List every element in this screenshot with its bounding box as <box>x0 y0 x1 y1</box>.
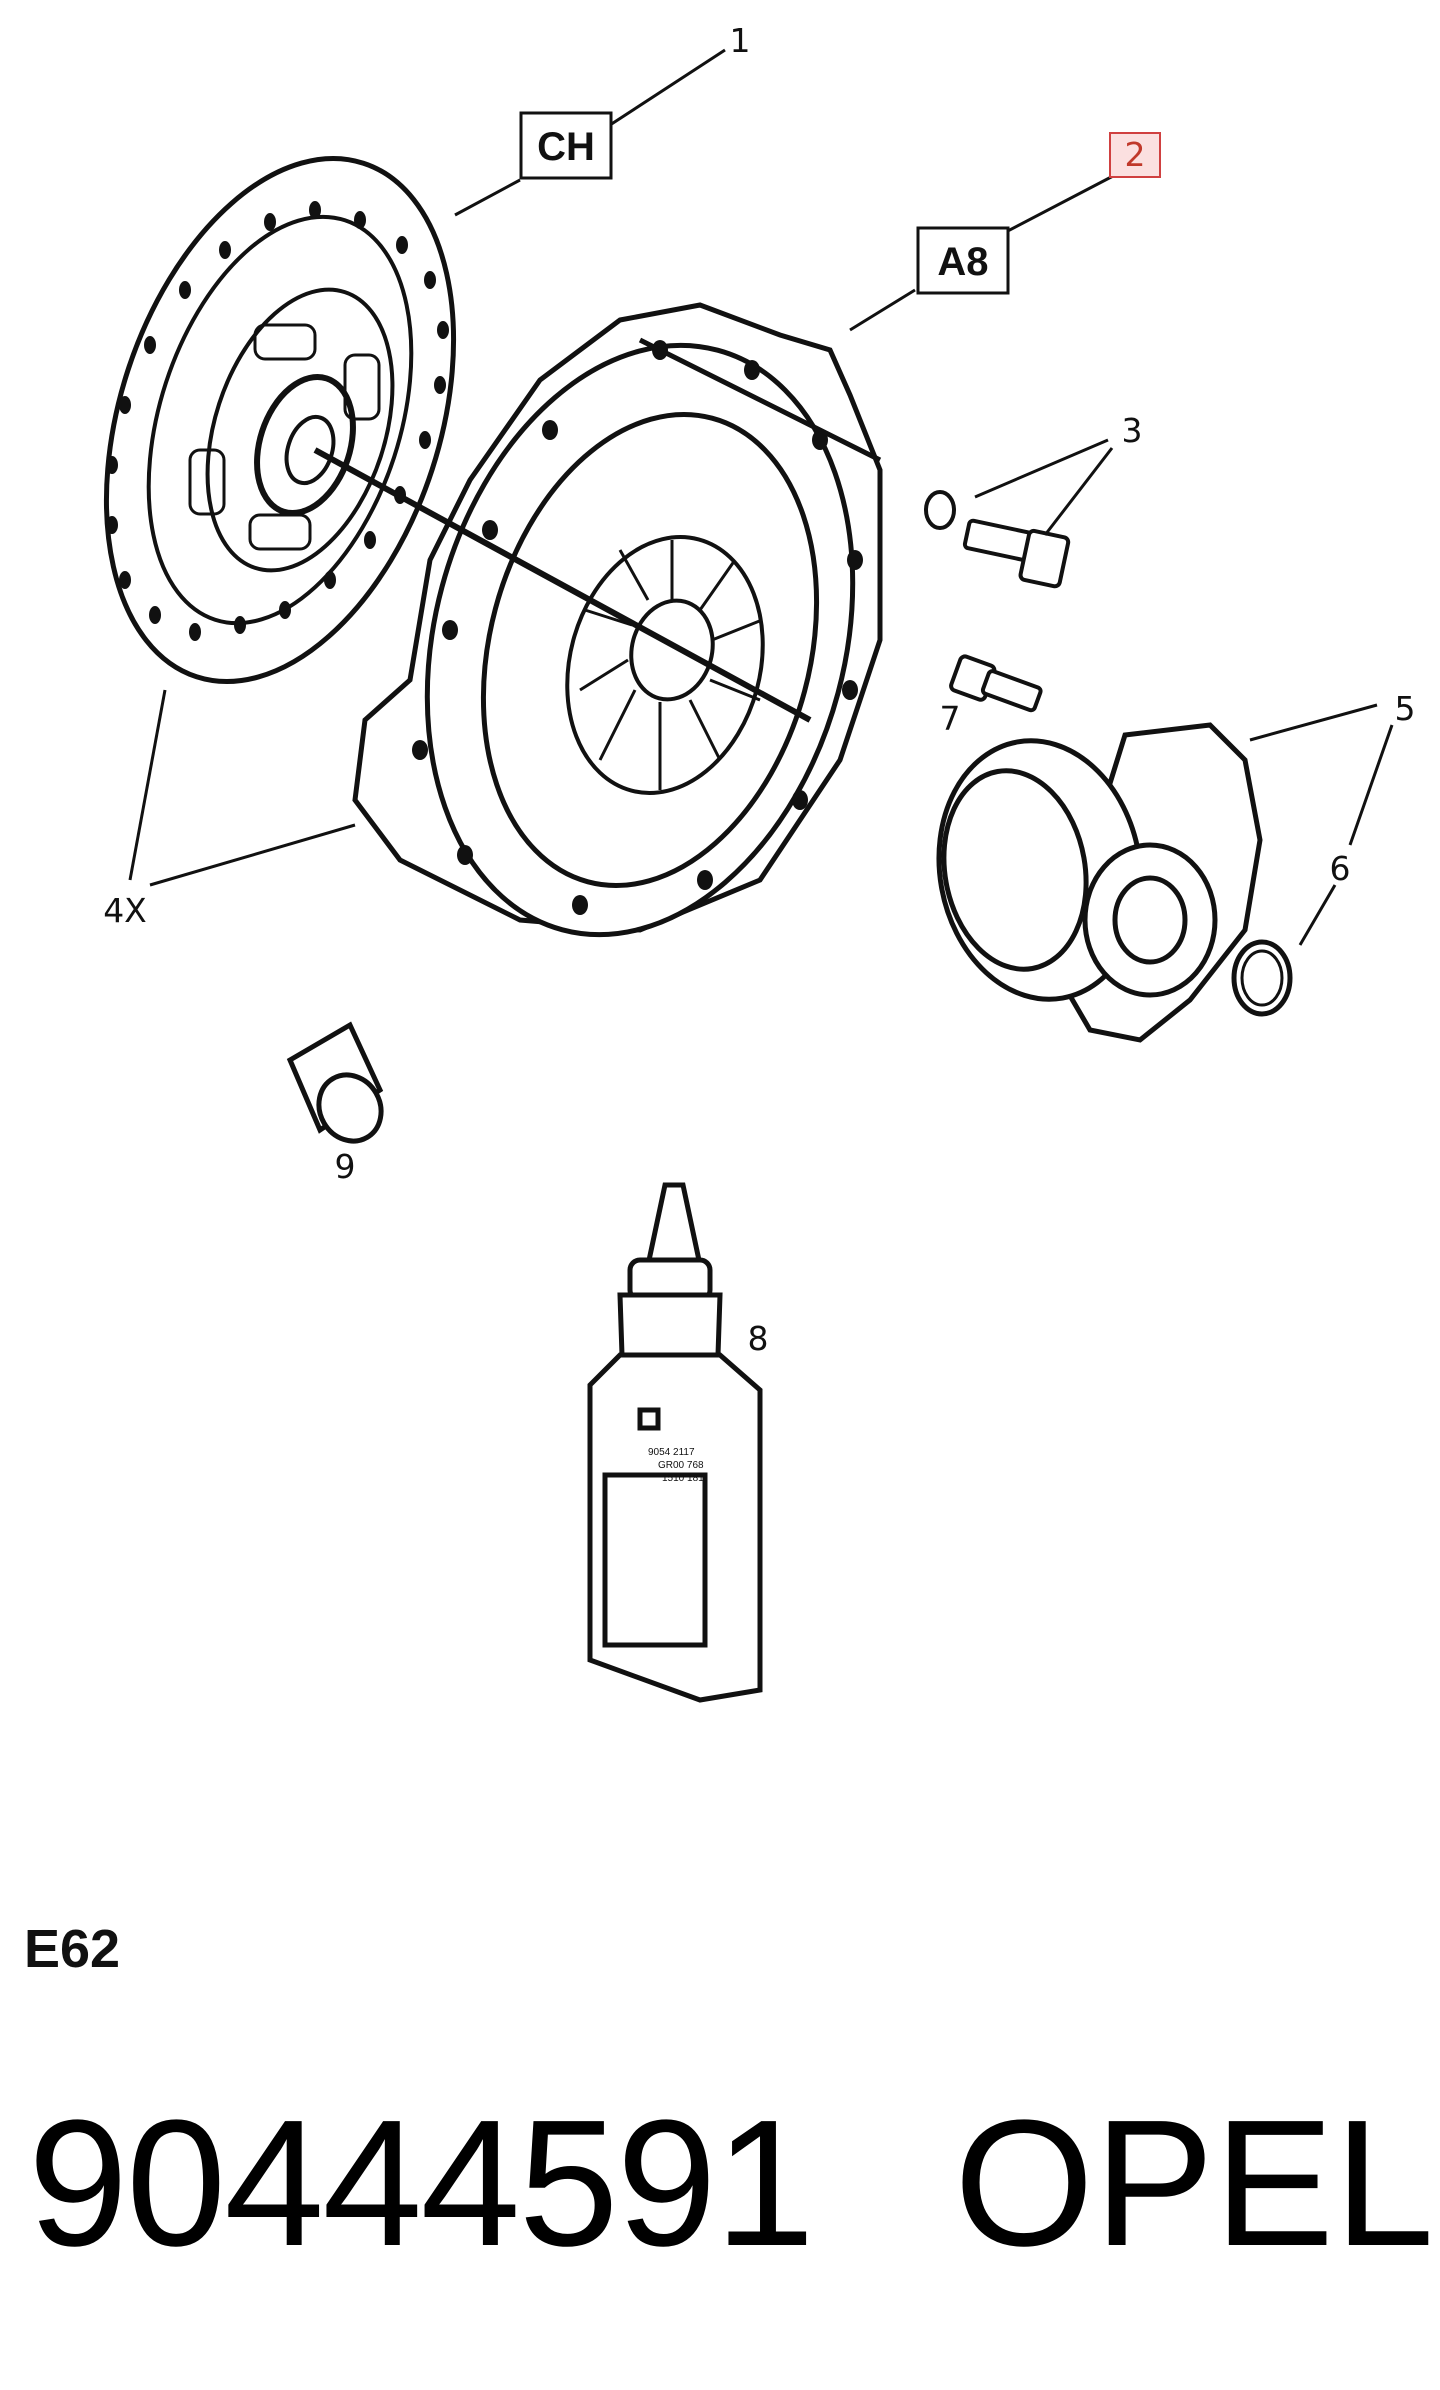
bolt-small <box>949 654 1043 713</box>
pilot-bushing <box>286 1021 384 1144</box>
callout-9: 9 <box>335 1147 356 1186</box>
box-ch-label: CH <box>537 125 595 169</box>
section-code: E62 <box>24 1919 121 1979</box>
o-ring <box>1231 939 1293 1017</box>
callout-1: 1 <box>730 21 751 60</box>
grease-bottle <box>587 1182 763 1703</box>
box-a8 <box>916 226 1010 295</box>
brand-name: OPEL <box>954 2083 1435 2284</box>
release-bearing <box>936 722 1263 1043</box>
part-number: 90444591 <box>28 2083 815 2284</box>
damper-spring-icon <box>188 323 381 551</box>
highlight-box-part-2[interactable] <box>1109 132 1161 178</box>
bottle-label-line1: 9054 2117 <box>648 1447 695 1458</box>
callout-2[interactable]: 2 <box>1125 135 1146 174</box>
exploded-parts-diagram: 9054 2117 GR00 768 1510 181 CH A8 2 1 3 … <box>103 21 1416 1703</box>
clutch-disc <box>103 155 457 685</box>
leader-lines <box>128 48 1394 946</box>
callout-4x: 4X <box>103 891 147 930</box>
box-a8-label: A8 <box>937 240 988 284</box>
bottle-label-line3: 1510 181 <box>662 1473 704 1484</box>
bottle-label-line2: GR00 768 <box>658 1460 704 1471</box>
bolt-with-washer <box>924 490 1071 589</box>
callout-3: 3 <box>1122 411 1143 450</box>
callout-6: 6 <box>1330 849 1351 888</box>
alignment-axis <box>313 447 812 723</box>
callout-5: 5 <box>1395 689 1416 728</box>
box-ch <box>519 111 613 180</box>
callout-8: 8 <box>748 1319 769 1358</box>
callout-7: 7 <box>940 699 961 738</box>
